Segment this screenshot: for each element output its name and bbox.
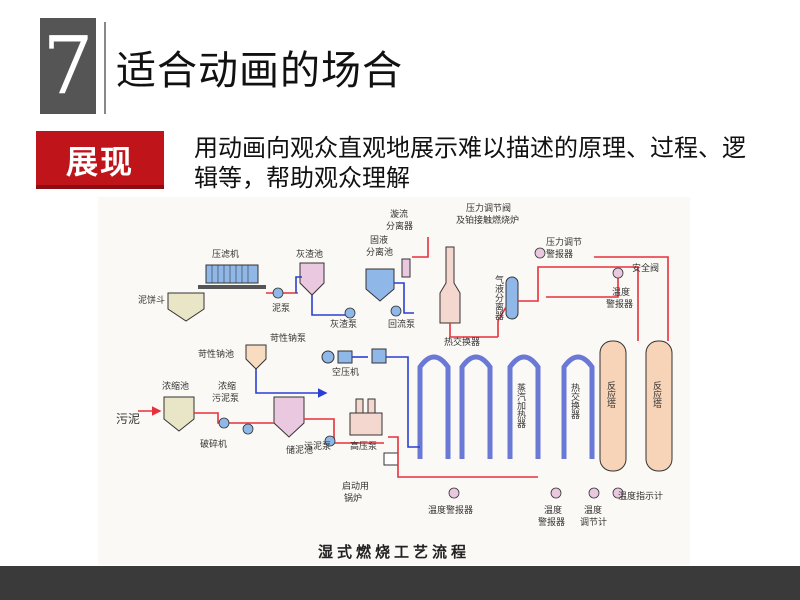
page-title: 适合动画的场合 bbox=[116, 48, 403, 94]
hp-pump bbox=[349, 412, 383, 436]
label-temp-alarm-b2: 警报器 bbox=[538, 516, 565, 528]
diagram-caption: 湿式燃烧工艺流程 bbox=[318, 543, 470, 561]
label-startup-boiler2: 锅炉 bbox=[344, 492, 362, 504]
label-alarm: 警报器 bbox=[546, 248, 573, 260]
storage-pool bbox=[273, 396, 305, 438]
label-reactor-1: 反应塔 bbox=[605, 381, 616, 409]
heat-exchanger-2 bbox=[459, 354, 493, 459]
label-pressure-alarm: 压力调节 bbox=[546, 236, 582, 248]
process-diagram-svg: 压滤机 灰渣池 固液 分离池 漩流 分离器 压力调节阀 及铂接触燃烧炉 压力调节… bbox=[116, 202, 673, 561]
catalytic-furnace bbox=[439, 246, 461, 324]
label-filter-press: 压滤机 bbox=[212, 248, 239, 260]
ash-pool bbox=[299, 262, 325, 296]
footer-bar bbox=[0, 566, 800, 600]
cyclone bbox=[401, 258, 411, 278]
label-safety-valve: 安全阀 bbox=[632, 262, 659, 274]
label-temp-reg: 温度 bbox=[584, 504, 602, 516]
title-divider bbox=[104, 22, 106, 114]
label-temp-alarm-top2: 警报器 bbox=[606, 298, 633, 310]
label-pressure-valve: 压力调节阀 bbox=[466, 202, 511, 214]
description-text: 用动画向观众直观地展示难以描述的原理、过程、逻辑等，帮助观众理解 bbox=[194, 134, 746, 192]
section-number-box: 7 bbox=[40, 18, 96, 114]
badge-label: 展现 bbox=[65, 143, 134, 181]
caustic-pool bbox=[245, 344, 267, 370]
mud-bucket bbox=[167, 292, 205, 322]
heat-exchanger-1 bbox=[417, 354, 451, 459]
label-storage-pool: 储泥池 bbox=[286, 444, 313, 456]
label-mud-bucket: 泥饼斗 bbox=[138, 294, 165, 306]
reactor-2 bbox=[645, 340, 673, 472]
label-temp-alarm-top: 温度 bbox=[612, 286, 630, 298]
label-startup-boiler: 启动用 bbox=[342, 480, 369, 492]
label-ash-pool: 灰渣池 bbox=[296, 248, 323, 260]
label-heat-exchanger: 热交换器 bbox=[569, 382, 580, 419]
label-cyclone: 漩流 bbox=[390, 208, 408, 220]
heat-exchanger-4 bbox=[561, 354, 595, 459]
label-gas-liquid-separator: 气液分离器 bbox=[493, 274, 504, 320]
label-solid-liquid: 固液 bbox=[370, 234, 388, 246]
badge: 展现 bbox=[36, 131, 164, 189]
thickener bbox=[163, 396, 195, 432]
label-catalytic-furnace: 及铂接触燃烧炉 bbox=[456, 214, 519, 226]
label-crusher: 破碎机 bbox=[200, 438, 227, 450]
gas-liquid-separator bbox=[505, 276, 519, 320]
startup-boiler bbox=[383, 452, 399, 466]
label-hp-pump: 高压泵 bbox=[350, 440, 377, 452]
label-temp-indicator: 温度指示计 bbox=[618, 490, 663, 502]
label-temp-alarm-b: 温度 bbox=[544, 504, 562, 516]
label-compressor: 空压机 bbox=[332, 366, 359, 378]
label-steam-heater: 蒸汽加热器 bbox=[515, 382, 526, 428]
section-number: 7 bbox=[42, 19, 94, 112]
process-diagram: 压滤机 灰渣池 固液 分离池 漩流 分离器 压力调节阀 及铂接触燃烧炉 压力调节… bbox=[98, 197, 690, 565]
label-thick-mud-pump: 浓缩 bbox=[218, 380, 236, 392]
label-caustic-pump: 苛性钠泵 bbox=[270, 332, 306, 344]
label-separator: 分离器 bbox=[386, 220, 413, 232]
label-ash-pump: 灰渣泵 bbox=[330, 318, 357, 330]
label-temp-alarm-bottom: 温度警报器 bbox=[428, 504, 473, 516]
label-thick-mud-pump2: 污泥泵 bbox=[212, 392, 239, 404]
label-heat-exchanger-top: 热交换器 bbox=[444, 336, 480, 348]
heat-exchanger-3 bbox=[507, 354, 541, 459]
label-separating-pool: 分离池 bbox=[366, 246, 393, 258]
label-reactor-2: 反应塔 bbox=[651, 381, 662, 409]
label-temp-reg2: 调节计 bbox=[580, 516, 607, 528]
label-sludge-pump: 污泥泵 bbox=[304, 440, 331, 452]
separating-pool bbox=[365, 268, 395, 302]
label-return-pump: 回流泵 bbox=[388, 318, 415, 330]
reactor-1 bbox=[599, 340, 627, 472]
label-caustic-pool: 苛性钠池 bbox=[198, 348, 234, 360]
badge-shadow bbox=[36, 185, 164, 189]
compressor bbox=[321, 350, 335, 364]
label-sludge-in: 污泥 bbox=[116, 412, 140, 426]
filter-press bbox=[205, 264, 259, 284]
label-thickener: 浓缩池 bbox=[162, 380, 189, 392]
label-mud-pump: 泥泵 bbox=[272, 303, 290, 314]
